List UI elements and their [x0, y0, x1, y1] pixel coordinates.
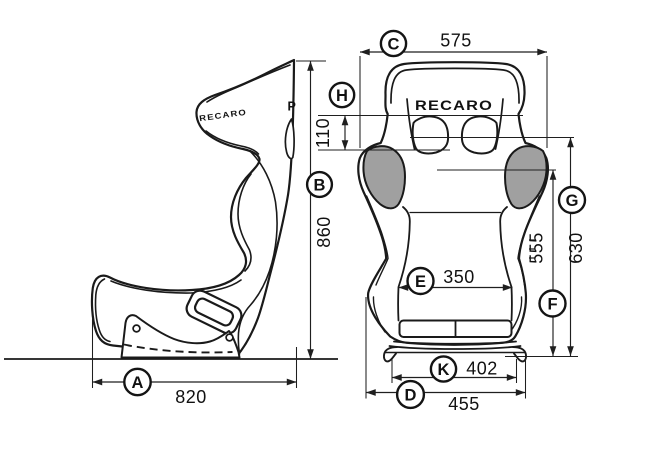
harness-hole-right — [460, 115, 499, 155]
dim-a-circle — [123, 367, 152, 397]
dim-h-circle — [328, 81, 356, 109]
dim-e-letter: E — [415, 273, 426, 291]
dim-label-circles: C H B A E G F K D — [123, 29, 587, 410]
dim-f-value: 555 — [527, 232, 547, 264]
cushion-top-seam — [110, 279, 242, 294]
front-view-outline — [357, 61, 549, 346]
dim-b-circle — [305, 170, 334, 199]
dim-d-circle — [395, 379, 426, 410]
dim-a-value: 820 — [175, 387, 207, 407]
side-wing-seam — [237, 150, 278, 355]
dim-c-value: 575 — [440, 31, 472, 51]
dim-h-value: 110 — [313, 118, 333, 148]
front-lip-seam — [94, 278, 111, 343]
dim-b-letter: B — [314, 176, 326, 194]
torso-wall-left — [397, 206, 411, 322]
shoulder-bolster-right — [504, 145, 548, 210]
dim-g-value: 630 — [566, 232, 586, 264]
side-view: RECARO P — [90, 58, 297, 359]
dim-e-value: 350 — [443, 267, 475, 287]
dimension-annotations: 575 110 860 820 350 630 555 402 — [4, 29, 587, 414]
front-headrest-logo: RECARO — [415, 98, 493, 113]
headrest-top-seam — [206, 64, 291, 103]
dim-b-value: 860 — [314, 216, 334, 248]
harness-slot-side — [284, 118, 295, 160]
dim-k-value: 402 — [466, 359, 498, 379]
seam-ticks — [529, 239, 536, 259]
dim-d-value: 455 — [448, 394, 480, 414]
front-view: RECARO — [357, 61, 549, 363]
dim-f-circle — [538, 289, 567, 318]
dim-h-letter: H — [336, 87, 348, 105]
side-view-outline — [90, 58, 296, 359]
torso-wall-right — [499, 206, 513, 322]
shoulder-bolster-left — [362, 145, 406, 210]
headrest-inner-seam — [390, 67, 520, 104]
dim-a-letter: A — [132, 374, 144, 392]
dim-d-letter: D — [405, 386, 417, 404]
belt-slot-inner — [193, 297, 235, 327]
belt-slot — [185, 289, 243, 335]
dim-c-circle — [379, 29, 408, 58]
front-edge-seam — [237, 173, 252, 272]
base-line-outer — [388, 345, 522, 350]
dim-g-letter: G — [566, 192, 579, 210]
harness-hole-left — [411, 115, 450, 155]
bracket-hole-front — [132, 324, 141, 333]
dim-k-letter: K — [438, 361, 450, 379]
dim-e-circle — [406, 266, 435, 296]
side-back-edge-label: P — [288, 100, 297, 114]
dim-f-letter: F — [547, 295, 557, 313]
dim-c-letter: C — [388, 35, 400, 53]
bracket-hole-rear — [225, 333, 234, 342]
side-seam-left — [365, 195, 389, 286]
base-line-inner — [393, 340, 517, 345]
hidden-edge-dashed-line — [123, 343, 233, 354]
dim-k-circle — [429, 355, 458, 383]
side-seam-right — [517, 195, 541, 286]
foot-hook-right — [512, 346, 527, 363]
dim-g-circle — [557, 185, 587, 215]
hip-seam-left — [372, 296, 386, 333]
headrest-under-seam — [205, 130, 260, 155]
foot-hook-left — [383, 346, 398, 363]
